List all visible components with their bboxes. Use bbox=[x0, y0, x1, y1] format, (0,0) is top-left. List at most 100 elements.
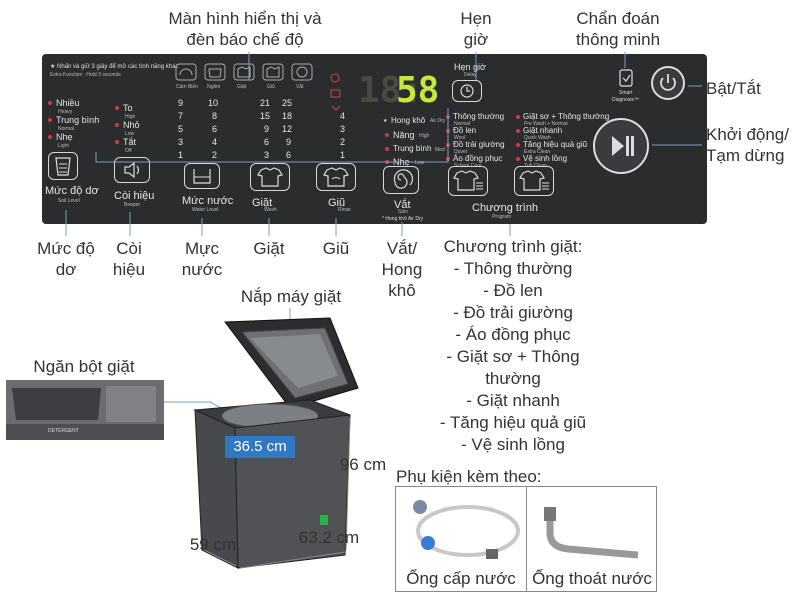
rinse-a-6: 6 bbox=[264, 137, 270, 147]
beep-off: Tắt bbox=[123, 137, 137, 147]
rinse-button-label: Giũ bbox=[328, 197, 346, 209]
led-prog-tub bbox=[516, 157, 520, 161]
program-1-icon bbox=[453, 170, 483, 191]
accessories-title: Phụ kiện kèm theo: bbox=[396, 467, 542, 486]
wash-8: 8 bbox=[212, 111, 218, 121]
water-1: 1 bbox=[178, 150, 184, 160]
led-prog-normal bbox=[446, 115, 450, 119]
water-level-button[interactable] bbox=[184, 163, 220, 189]
prog-extra-en: Extra Clean bbox=[524, 149, 551, 155]
led-spin-low bbox=[385, 160, 389, 164]
prog-prewash-en: Pre Wash + Normal bbox=[524, 121, 568, 127]
program-button-2[interactable] bbox=[514, 166, 554, 196]
spin-button-label: Vắt bbox=[394, 199, 411, 211]
rinse-a-9: 9 bbox=[264, 124, 270, 134]
diagnosis-label: Diagnosis™ bbox=[612, 97, 639, 103]
led-beep-off bbox=[115, 140, 119, 144]
water-3: 3 bbox=[178, 137, 184, 147]
display-window: 18: 58 bbox=[328, 68, 440, 116]
spin-1: 1 bbox=[340, 150, 346, 160]
power-button[interactable] bbox=[651, 66, 685, 100]
spin-med: Trung bình bbox=[393, 144, 432, 153]
drain-hose-icon bbox=[544, 507, 639, 559]
prog-normal-en: Normal bbox=[454, 121, 471, 127]
prog-tub: Vệ sinh lồng bbox=[523, 154, 568, 163]
program-2-icon bbox=[519, 170, 549, 191]
soil-level-callout: Mức độ dơ bbox=[37, 239, 95, 279]
program-item-1: - Thông thường bbox=[453, 259, 573, 278]
rinse-b-12: 12 bbox=[282, 124, 293, 134]
led-prog-extra bbox=[516, 143, 520, 147]
rinse-a-21: 21 bbox=[260, 98, 271, 108]
water-level-button-label: Mức nước bbox=[182, 195, 234, 207]
detergent-drawer-callout: Ngăn bột giặt bbox=[33, 357, 135, 376]
wash-4: 4 bbox=[212, 137, 218, 147]
rinse-a-15: 15 bbox=[260, 111, 271, 121]
start-pause-button[interactable] bbox=[593, 118, 649, 174]
depth-dim: 63.2 cm bbox=[298, 528, 360, 547]
prog-wool: Đồ len bbox=[453, 126, 477, 135]
icon-label-sensor: Cảm Biến bbox=[176, 84, 198, 90]
start-pause-callout: Khởi động/ Tạm dừng bbox=[706, 125, 789, 165]
wash-button-en: Wash bbox=[264, 207, 277, 213]
water-5: 5 bbox=[178, 124, 184, 134]
lid-callout: Nắp máy giặt bbox=[240, 287, 342, 306]
rinse-b-9: 9 bbox=[286, 137, 292, 147]
beep-high: To bbox=[123, 103, 133, 113]
prog-school: Áo đồng phục bbox=[453, 154, 503, 163]
display-indicator-icons bbox=[330, 73, 341, 111]
smart-label: Smart bbox=[619, 90, 633, 96]
prog-duvet-en: Duvet bbox=[454, 149, 468, 155]
soil-level-button[interactable] bbox=[48, 152, 78, 180]
prog-quick: Giặt nhanh bbox=[523, 126, 563, 135]
wash-button[interactable] bbox=[250, 163, 290, 191]
smart-diagnosis-icon bbox=[619, 69, 633, 87]
led-prog-school bbox=[446, 157, 450, 161]
led-soil-light bbox=[48, 135, 52, 139]
program-button-1[interactable] bbox=[448, 166, 488, 196]
delay-button[interactable] bbox=[452, 80, 482, 102]
program-item-3: - Đồ trải giường bbox=[453, 303, 573, 322]
icon-label-soak: Ngâm bbox=[207, 84, 221, 90]
spin-airdry-en: Air Dry bbox=[430, 118, 446, 124]
clock-icon bbox=[460, 84, 474, 98]
rinse-b-25: 25 bbox=[282, 98, 293, 108]
water-9: 9 bbox=[178, 98, 184, 108]
icon-label-wash: Giặt bbox=[237, 84, 247, 90]
water-tub-icon bbox=[193, 169, 211, 184]
rinse-a-3: 3 bbox=[264, 150, 270, 160]
shirt-wash-icon bbox=[257, 167, 283, 187]
spin-button[interactable] bbox=[383, 166, 419, 194]
wash-10: 10 bbox=[208, 98, 219, 108]
delay-label: Hẹn giờ bbox=[454, 62, 486, 72]
beep-button-label: Còi hiệu bbox=[114, 190, 155, 202]
spin-callout: Vắt/ Hong khô bbox=[381, 239, 423, 300]
wash-2: 2 bbox=[212, 150, 218, 160]
soil-normal: Trung bình bbox=[56, 115, 100, 125]
led-beep-low bbox=[115, 123, 119, 127]
beep-button[interactable] bbox=[114, 157, 150, 183]
program-item-4: - Áo đồng phục bbox=[455, 325, 571, 344]
display-dim-digits: 18: bbox=[358, 70, 424, 111]
accessories-divider bbox=[526, 487, 527, 591]
soil-level-button-label: Mức độ dơ bbox=[45, 185, 99, 197]
rinse-b-6: 6 bbox=[286, 150, 292, 160]
beep-low: Nhỏ bbox=[123, 120, 140, 130]
status-icons-svg bbox=[175, 63, 313, 81]
timer-callout: Hẹn giờ bbox=[460, 9, 492, 49]
wash-button-label: Giặt bbox=[252, 197, 273, 209]
inlet-hose-label: Ống cấp nước bbox=[406, 569, 516, 588]
led-soil-normal bbox=[48, 118, 52, 122]
detergent-drawer-illustration bbox=[6, 380, 164, 440]
rinse-button[interactable] bbox=[316, 163, 356, 191]
prog-quick-en: Quick Wash bbox=[524, 135, 551, 141]
led-spin-med bbox=[385, 147, 389, 151]
drawer-label: DETERGENT bbox=[48, 428, 79, 434]
icon-label-spin: Vắt bbox=[296, 84, 304, 90]
spin-note: * Hong khô Air Dry bbox=[382, 216, 424, 222]
beep-callout: Còi hiệu bbox=[112, 239, 146, 279]
icon-label-rinse: Giũ bbox=[267, 84, 275, 90]
led-prog-wool bbox=[446, 129, 450, 133]
shirt-rinse-icon bbox=[323, 167, 349, 187]
rinse-b-18: 18 bbox=[282, 111, 293, 121]
